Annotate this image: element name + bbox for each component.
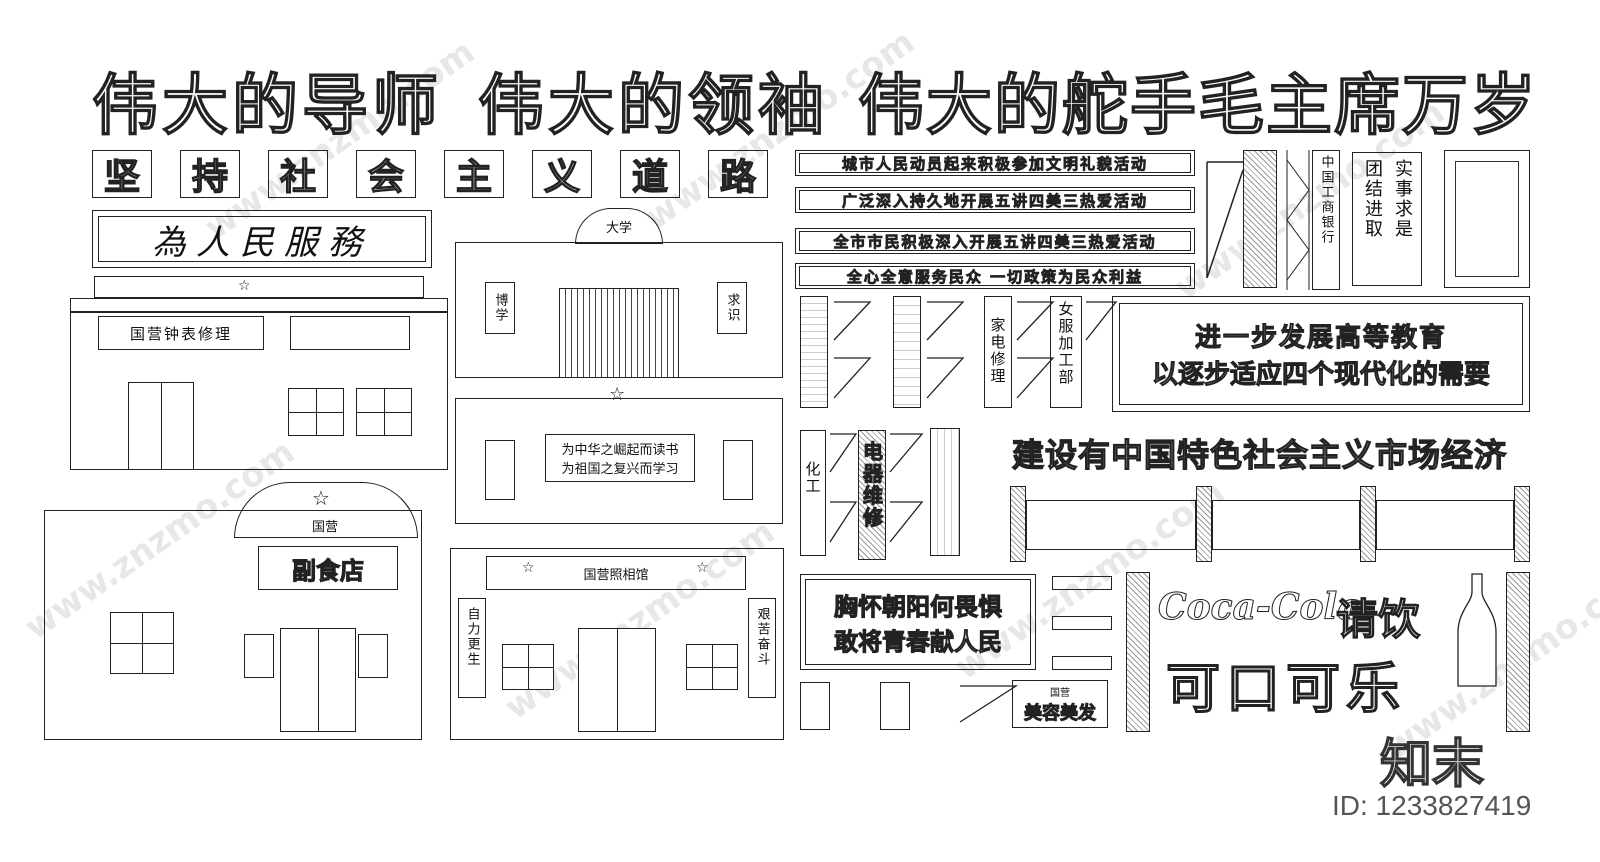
grocery-sign: 副食店 — [292, 556, 365, 585]
beauty-top: 国营 — [1050, 687, 1070, 699]
grocery-building: ☆ 国营 副食店 — [44, 482, 422, 740]
youth-line1: 胸怀朝阳何畏惧 — [834, 593, 1003, 622]
strip-slogan-text: 全心全意服务民众 一切政策为民众利益 — [846, 267, 1144, 286]
photo-studio-sign: 国营照相馆 — [583, 567, 649, 583]
education-sign: 进一步发展高等教育 以逐步适应四个现代化的需要 — [1112, 296, 1530, 412]
beauty-bottom: 美容美发 — [1024, 702, 1097, 724]
study-line2: 为祖国之复兴而学习 — [561, 462, 679, 477]
slogan-char: 路 — [708, 150, 768, 199]
small-board — [800, 682, 830, 730]
education-line2: 以逐步适应四个现代化的需要 — [1151, 360, 1490, 391]
serve-people-text: 為人民服務 — [152, 222, 372, 263]
panel-bar — [1052, 656, 1112, 670]
truth-text: 实事求是 — [1392, 159, 1413, 239]
slogan-char: 社 — [268, 150, 328, 199]
photo-right-text: 艰苦奋斗 — [754, 607, 770, 667]
bracket-icon — [829, 433, 858, 543]
bracket-icon — [959, 685, 1018, 723]
bottle-icon — [1457, 573, 1497, 687]
strip-slogan-text: 全市市民积极深入开展五讲四美三热爱活动 — [833, 232, 1157, 251]
panel-bar — [1052, 616, 1112, 630]
study-line1: 为中华之崛起而读书 — [561, 443, 679, 458]
star-icon: ☆ — [522, 560, 535, 576]
university-sign: 大学 — [605, 220, 632, 236]
repair-sign: 家电修理 — [984, 296, 1012, 408]
headline-part3: 伟大的舵手毛主席万岁 — [857, 66, 1538, 144]
star-icon: ☆ — [238, 278, 251, 294]
hatched-vertical-sign — [1243, 150, 1277, 288]
grocery-top-text: 国营 — [312, 520, 339, 535]
study-building: ☆ 为中华之崛起而读书 为祖国之复兴而学习 — [455, 384, 783, 524]
clock-shop-sign: 国营钟表修理 — [129, 324, 232, 343]
bracket-icon — [889, 433, 924, 543]
slogan-char: 会 — [356, 150, 416, 199]
market-economy-slogan: 建设有中国特色社会主义市场经济 — [1011, 435, 1508, 474]
coca-cola-billboard: Coca-Cola 请饮 可口可乐 — [1126, 568, 1530, 734]
slogan-char: 坚 — [92, 150, 152, 199]
coca-name-text: 可口可乐 — [1165, 656, 1406, 720]
truss-billboard — [1010, 486, 1530, 562]
slogan-char: 持 — [180, 150, 240, 199]
bracket-icon — [1016, 301, 1055, 399]
uni-left-text: 博学 — [492, 293, 508, 323]
repair-text: 家电修理 — [988, 317, 1007, 385]
unity-sign: 团结进取 实事求是 — [1352, 152, 1422, 286]
strip-slogan-text: 城市人民动员起来积极参加文明礼貌活动 — [841, 154, 1148, 173]
strip-slogan-text: 广泛深入持久地开展五讲四美三热爱活动 — [841, 191, 1148, 210]
small-list-sign — [893, 296, 921, 408]
chem-sign: 化工 — [800, 430, 826, 556]
appliance-sign: 电器维修 — [858, 430, 886, 560]
photo-left-text: 自力更生 — [464, 607, 480, 667]
star-icon: ☆ — [312, 486, 330, 510]
clock-shop-building: ☆ 国营钟表修理 — [70, 276, 448, 470]
slogan-char: 道 — [620, 150, 680, 199]
empty-frame — [1444, 150, 1530, 288]
logo: 知末 — [1379, 734, 1485, 796]
truss-icon — [1286, 150, 1310, 290]
bank-sign: 中国工商银行 — [1312, 150, 1340, 290]
tailor-sign: 女服加工部 — [1050, 296, 1082, 408]
serve-people-sign: 為人民服務 — [92, 210, 432, 268]
id-text: ID: 1233827419 — [1332, 790, 1532, 821]
strip-slogan-3: 全市市民积极深入开展五讲四美三热爱活动 — [795, 228, 1195, 254]
small-list-sign — [930, 428, 960, 556]
bracket-icon — [926, 301, 965, 399]
coca-brand-text: Coca-Cola — [1158, 586, 1362, 629]
appliance-text: 电器维修 — [859, 441, 884, 530]
youth-line2: 敢将青春献人民 — [834, 628, 1003, 657]
slogan-char: 主 — [444, 150, 504, 199]
education-line1: 进一步发展高等教育 — [1194, 323, 1447, 354]
small-board — [880, 682, 910, 730]
unity-text: 团结进取 — [1362, 159, 1383, 239]
bank-sign-text: 中国工商银行 — [1318, 155, 1334, 245]
bracket-icon — [1206, 161, 1244, 279]
star-icon: ☆ — [609, 384, 626, 405]
strip-slogan-2: 广泛深入持久地开展五讲四美三热爱活动 — [795, 187, 1195, 213]
headline-part1: 伟大的导师 — [91, 66, 442, 144]
headline-part2: 伟大的领袖 — [477, 66, 828, 144]
slogan-char: 义 — [532, 150, 592, 199]
star-icon: ☆ — [696, 560, 709, 576]
coca-drink-text: 请饮 — [1335, 594, 1421, 644]
chem-text: 化工 — [803, 461, 822, 495]
uni-right-text: 求识 — [724, 293, 740, 323]
small-list-sign — [800, 296, 828, 408]
university-gate: 大学 博学 求识 — [455, 198, 783, 378]
photo-studio-building: 国营照相馆 ☆ ☆ 自力更生 艰苦奋斗 — [450, 548, 784, 740]
beauty-sign: 国营 美容美发 — [1012, 680, 1108, 728]
youth-sign: 胸怀朝阳何畏惧 敢将青春献人民 — [800, 574, 1036, 670]
tailor-text: 女服加工部 — [1056, 301, 1075, 386]
bracket-icon — [833, 301, 872, 399]
bracket-icon — [1085, 301, 1118, 341]
strip-slogan-4: 全心全意服务民众 一切政策为民众利益 — [795, 263, 1195, 289]
strip-slogan-1: 城市人民动员起来积极参加文明礼貌活动 — [795, 150, 1195, 176]
panel-bar — [1052, 576, 1112, 590]
road-slogan: 坚 持 社 会 主 义 道 路 — [92, 150, 782, 202]
